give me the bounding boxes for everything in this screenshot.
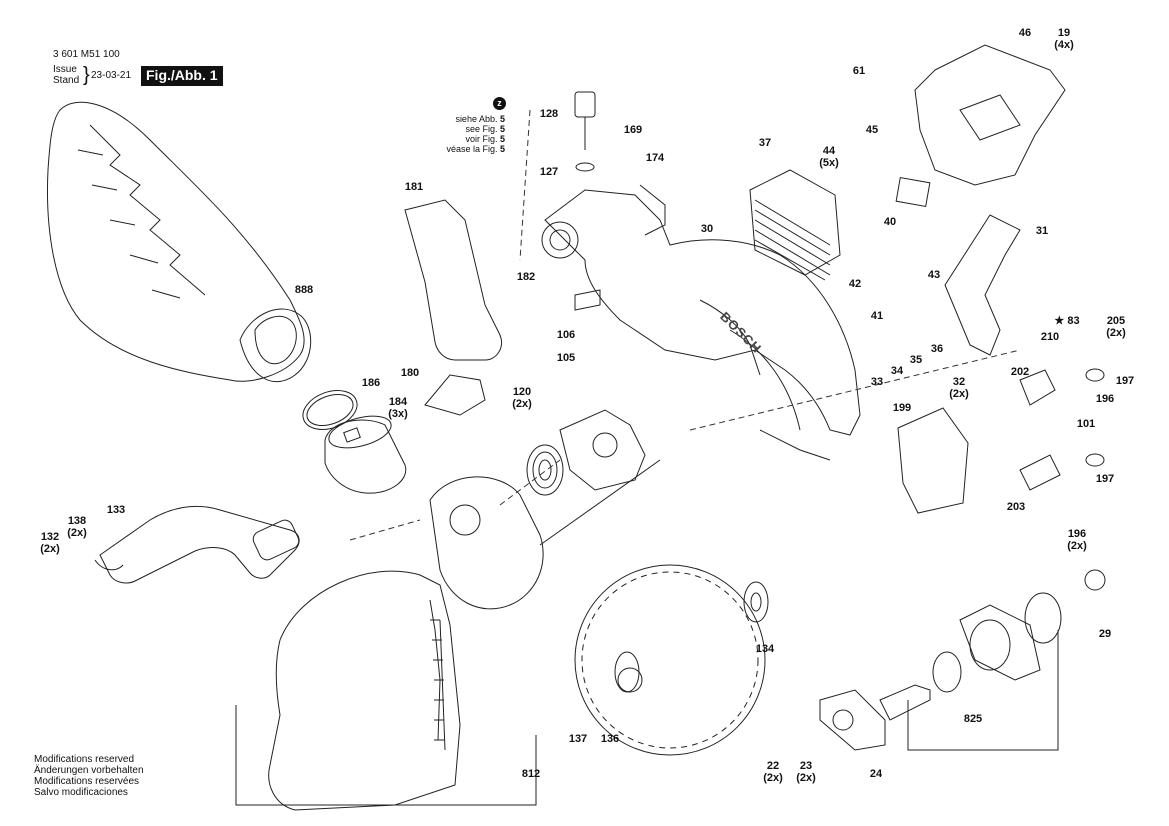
part-label: 30 bbox=[700, 223, 714, 235]
side-cover-drawing bbox=[897, 407, 969, 514]
part-label: 205(2x) bbox=[1106, 315, 1126, 339]
part-label: 184(3x) bbox=[388, 396, 408, 420]
cover-drawing bbox=[404, 199, 502, 361]
part-label: 181 bbox=[404, 181, 424, 193]
latch-parts-drawing bbox=[1019, 368, 1105, 491]
part-label: 134 bbox=[755, 643, 775, 655]
motor-housing-drawing bbox=[914, 44, 1066, 186]
part-label: 19(4x) bbox=[1054, 27, 1074, 51]
flanges-drawing bbox=[614, 569, 1106, 693]
reference-line: véase la Fig. 5 bbox=[446, 144, 505, 154]
adapter-drawing bbox=[324, 415, 407, 494]
part-label: 40 bbox=[883, 216, 897, 228]
reference-line: voir Fig. 5 bbox=[465, 134, 505, 144]
part-label: 182 bbox=[516, 271, 536, 283]
part-label: 32(2x) bbox=[949, 376, 969, 400]
part-label: 138(2x) bbox=[67, 515, 87, 539]
arm-housing-drawing bbox=[541, 184, 861, 461]
part-label: 34 bbox=[890, 365, 904, 377]
part-label: 43 bbox=[927, 269, 941, 281]
part-label: 202 bbox=[1010, 366, 1030, 378]
part-label: 888 bbox=[294, 284, 314, 296]
part-label: 127 bbox=[539, 166, 559, 178]
part-label: 106 bbox=[556, 329, 576, 341]
part-label: 196(2x) bbox=[1067, 528, 1087, 552]
part-label: 174 bbox=[645, 152, 665, 164]
part-label: 29 bbox=[1098, 628, 1112, 640]
part-label: 197 bbox=[1095, 473, 1115, 485]
gearbox-plate-drawing bbox=[819, 604, 1041, 751]
note-line: Änderungen vorbehalten bbox=[34, 765, 144, 776]
part-label: 35 bbox=[909, 354, 923, 366]
part-label: 101 bbox=[1076, 418, 1096, 430]
part-label: 203 bbox=[1006, 501, 1026, 513]
part-label: 23(2x) bbox=[796, 760, 816, 784]
part-label: 37 bbox=[758, 137, 772, 149]
switch-drawing bbox=[895, 176, 931, 208]
part-label: 36 bbox=[930, 343, 944, 355]
clamp-ring-drawing bbox=[302, 390, 358, 430]
reference-line: see Fig. 5 bbox=[465, 124, 505, 134]
part-label: 46 bbox=[1018, 27, 1032, 39]
part-label: 61 bbox=[852, 65, 866, 77]
issue-label: Issue bbox=[53, 64, 77, 75]
part-label: 128 bbox=[539, 108, 559, 120]
note-line: Modifications reserved bbox=[34, 754, 135, 765]
handle-drawing bbox=[94, 505, 300, 584]
shaft-drawing bbox=[879, 684, 931, 721]
part-label: 42 bbox=[848, 278, 862, 290]
part-label: 133 bbox=[106, 504, 126, 516]
part-label: 210 bbox=[1040, 331, 1060, 343]
note-line: Salvo modificaciones bbox=[34, 787, 128, 798]
part-label: 136 bbox=[600, 733, 620, 745]
spring-drawing bbox=[526, 444, 564, 496]
part-label: 41 bbox=[870, 310, 884, 322]
part-label: 120(2x) bbox=[512, 386, 532, 410]
part-label: 186 bbox=[361, 377, 381, 389]
inner-guard-drawing bbox=[429, 476, 544, 610]
reference-marker: z bbox=[493, 97, 506, 110]
part-label: 24 bbox=[869, 768, 883, 780]
modification-notes: Modifications reserved Änderungen vorbeh… bbox=[34, 754, 144, 798]
blade-guard-drawing bbox=[268, 570, 461, 811]
part-label: 199 bbox=[892, 402, 912, 414]
part-label: 33 bbox=[870, 376, 884, 388]
issue-date: 23-03-21 bbox=[91, 70, 132, 81]
part-label: 22(2x) bbox=[763, 760, 783, 784]
part-label: 197 bbox=[1115, 375, 1135, 387]
brace: } bbox=[83, 64, 90, 86]
figure-label: Fig./Abb. 1 bbox=[141, 66, 223, 86]
part-label: 132(2x) bbox=[40, 531, 60, 555]
dust-bag-drawing bbox=[47, 101, 312, 383]
part-label: ★ 83 bbox=[1054, 315, 1080, 327]
saw-blade-drawing bbox=[574, 564, 766, 756]
part-label: 825 bbox=[963, 713, 983, 725]
electronic-module-drawing bbox=[749, 169, 841, 281]
part-label: 196 bbox=[1095, 393, 1115, 405]
knob-drawing bbox=[574, 91, 596, 172]
part-number: 3 601 M51 100 bbox=[53, 49, 120, 60]
part-label: 137 bbox=[568, 733, 588, 745]
part-label: 812 bbox=[521, 768, 541, 780]
part-label: 45 bbox=[865, 124, 879, 136]
bracket-drawing bbox=[424, 374, 486, 416]
part-label: 31 bbox=[1035, 225, 1049, 237]
stand-label: Stand bbox=[53, 75, 80, 86]
note-line: Modifications reservées bbox=[34, 776, 140, 787]
part-label: 44(5x) bbox=[819, 145, 839, 169]
part-label: 169 bbox=[623, 124, 643, 136]
part-label: 105 bbox=[556, 352, 576, 364]
guard-bracket-drawing bbox=[559, 409, 646, 491]
reference-line: siehe Abb. 5 bbox=[455, 114, 505, 124]
part-label: 180 bbox=[400, 367, 420, 379]
lever-drawing bbox=[944, 214, 1021, 356]
